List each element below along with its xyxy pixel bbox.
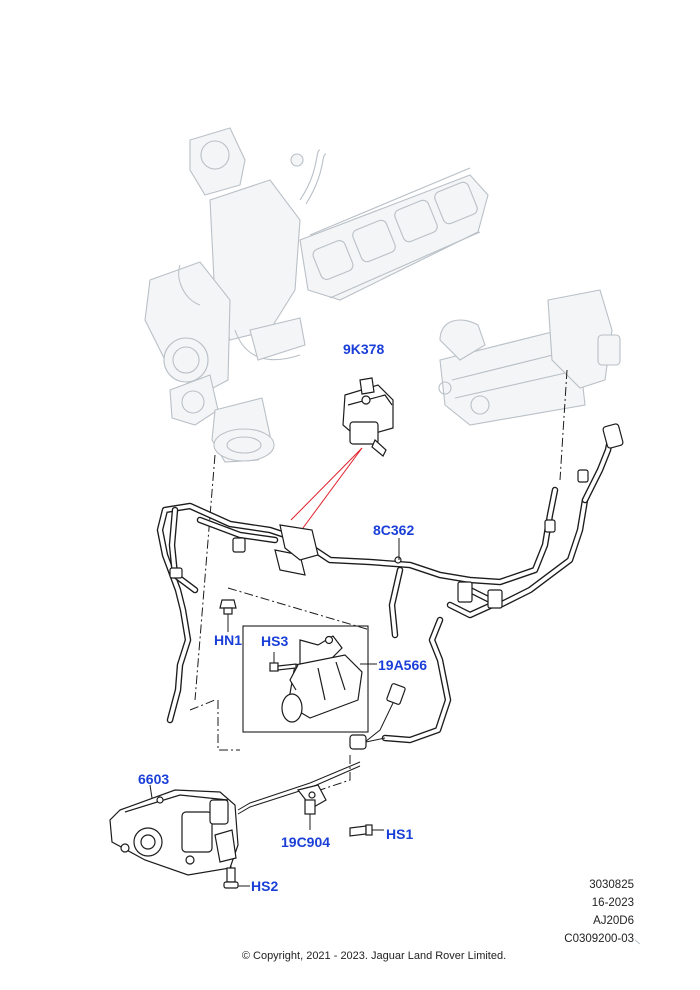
- sensor-19c904[interactable]: [296, 784, 327, 815]
- egr-solenoid-valve[interactable]: [342, 377, 394, 457]
- copyright-notice: © Copyright, 2021 - 2023. Jaguar Land Ro…: [241, 950, 507, 962]
- screw-hs3[interactable]: [269, 662, 297, 672]
- callout-hn1[interactable]: HN1: [214, 632, 243, 648]
- callout-6603[interactable]: 6603: [138, 771, 170, 787]
- screw-hs1[interactable]: [349, 824, 373, 837]
- harness-wire-2: [237, 765, 361, 815]
- ghost-exhaust-manifold: [299, 167, 489, 301]
- ref-code-2: 16-2023: [591, 897, 634, 909]
- screw-hs2[interactable]: [223, 867, 239, 889]
- callout-9k378[interactable]: 9K378: [343, 341, 385, 357]
- assembly-lines: [189, 369, 568, 870]
- callout-hs3[interactable]: HS3: [261, 633, 289, 649]
- red-leader-2: [299, 447, 363, 533]
- wiring-connector[interactable]: [349, 683, 406, 750]
- callout-19c904[interactable]: 19C904: [281, 834, 331, 850]
- vacuum-hose-harness[interactable]: [156, 423, 624, 744]
- ref-code-3: AJ20D6: [593, 915, 634, 927]
- detail-box: [242, 625, 369, 733]
- ref-code-1: 3030825: [589, 879, 634, 891]
- vacuum-reservoir[interactable]: [281, 635, 363, 723]
- corner-mark: [634, 939, 641, 945]
- ghost-turbocharger: [144, 127, 327, 463]
- egr-valve-6603[interactable]: [109, 789, 239, 876]
- ref-code-4: C0309200-03: [564, 933, 634, 945]
- ghost-egr-cooler: [438, 289, 621, 426]
- callout-19a566[interactable]: 19A566: [378, 657, 428, 673]
- nut-hn1[interactable]: [219, 599, 237, 615]
- leader-6603: [149, 784, 153, 799]
- red-leader-1: [290, 447, 363, 521]
- callout-hs1[interactable]: HS1: [386, 826, 414, 842]
- callout-8c362[interactable]: 8C362: [373, 522, 415, 538]
- callout-hs2[interactable]: HS2: [251, 878, 279, 894]
- harness-wire: [237, 761, 361, 811]
